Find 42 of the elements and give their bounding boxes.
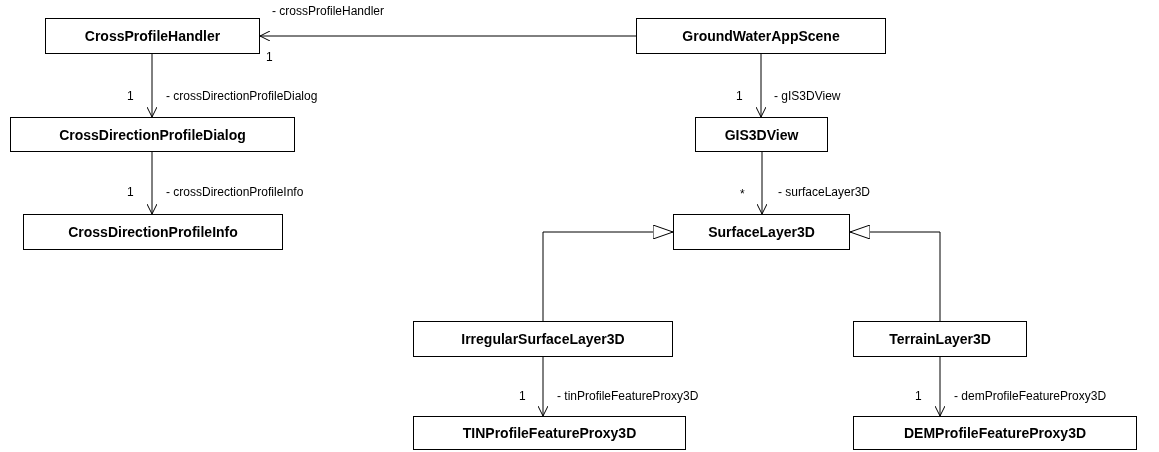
class-name: GroundWaterAppScene [682,28,840,44]
class-name: CrossDirectionProfileInfo [68,224,238,240]
multiplicity: 1 [519,389,526,403]
class-box [10,117,295,152]
class-box [853,321,1027,357]
multiplicity: 1 [127,185,134,199]
class-name: TerrainLayer3D [889,331,991,347]
multiplicity: 1 [266,50,273,64]
association-arrow [259,30,637,42]
role-name: - demProfileFeatureProxy3D [954,389,1107,403]
multiplicity: 1 [736,89,743,103]
class-name: IrregularSurfaceLayer3D [461,331,625,347]
class-name: CrossProfileHandler [84,28,221,44]
class-name: SurfaceLayer3D [708,224,815,240]
generalization-arrow [849,224,941,322]
association-arrow [756,151,768,215]
multiplicity: 1 [127,89,134,103]
role-name: - crossDirectionProfileDialog [166,89,318,103]
class-box [853,416,1137,450]
role-name: - crossDirectionProfileInfo [166,185,304,199]
class-name: CrossDirectionProfileDialog [59,126,246,143]
association-arrow [146,53,158,118]
class-name: TINProfileFeatureProxy3D [462,425,637,441]
role-name: - tinProfileFeatureProxy3D [557,389,699,403]
class-box [695,117,828,152]
class-box [636,18,886,54]
association-arrow [934,356,946,417]
association-arrow [537,356,549,417]
role-name: - surfaceLayer3D [778,185,871,199]
class-box [23,214,283,250]
association-arrow [755,53,767,118]
class-name: DEMProfileFeatureProxy3D [903,425,1087,441]
multiplicity: 1 [915,389,922,403]
role-name: - crossProfileHandler [272,4,385,18]
association-arrow [146,151,158,215]
class-name: GIS3DView [724,126,799,143]
class-box [673,214,850,250]
generalization-arrow [542,224,674,322]
class-box [45,18,260,54]
role-name: - gIS3DView [774,89,841,103]
class-box [413,321,673,357]
class-box [413,416,686,450]
